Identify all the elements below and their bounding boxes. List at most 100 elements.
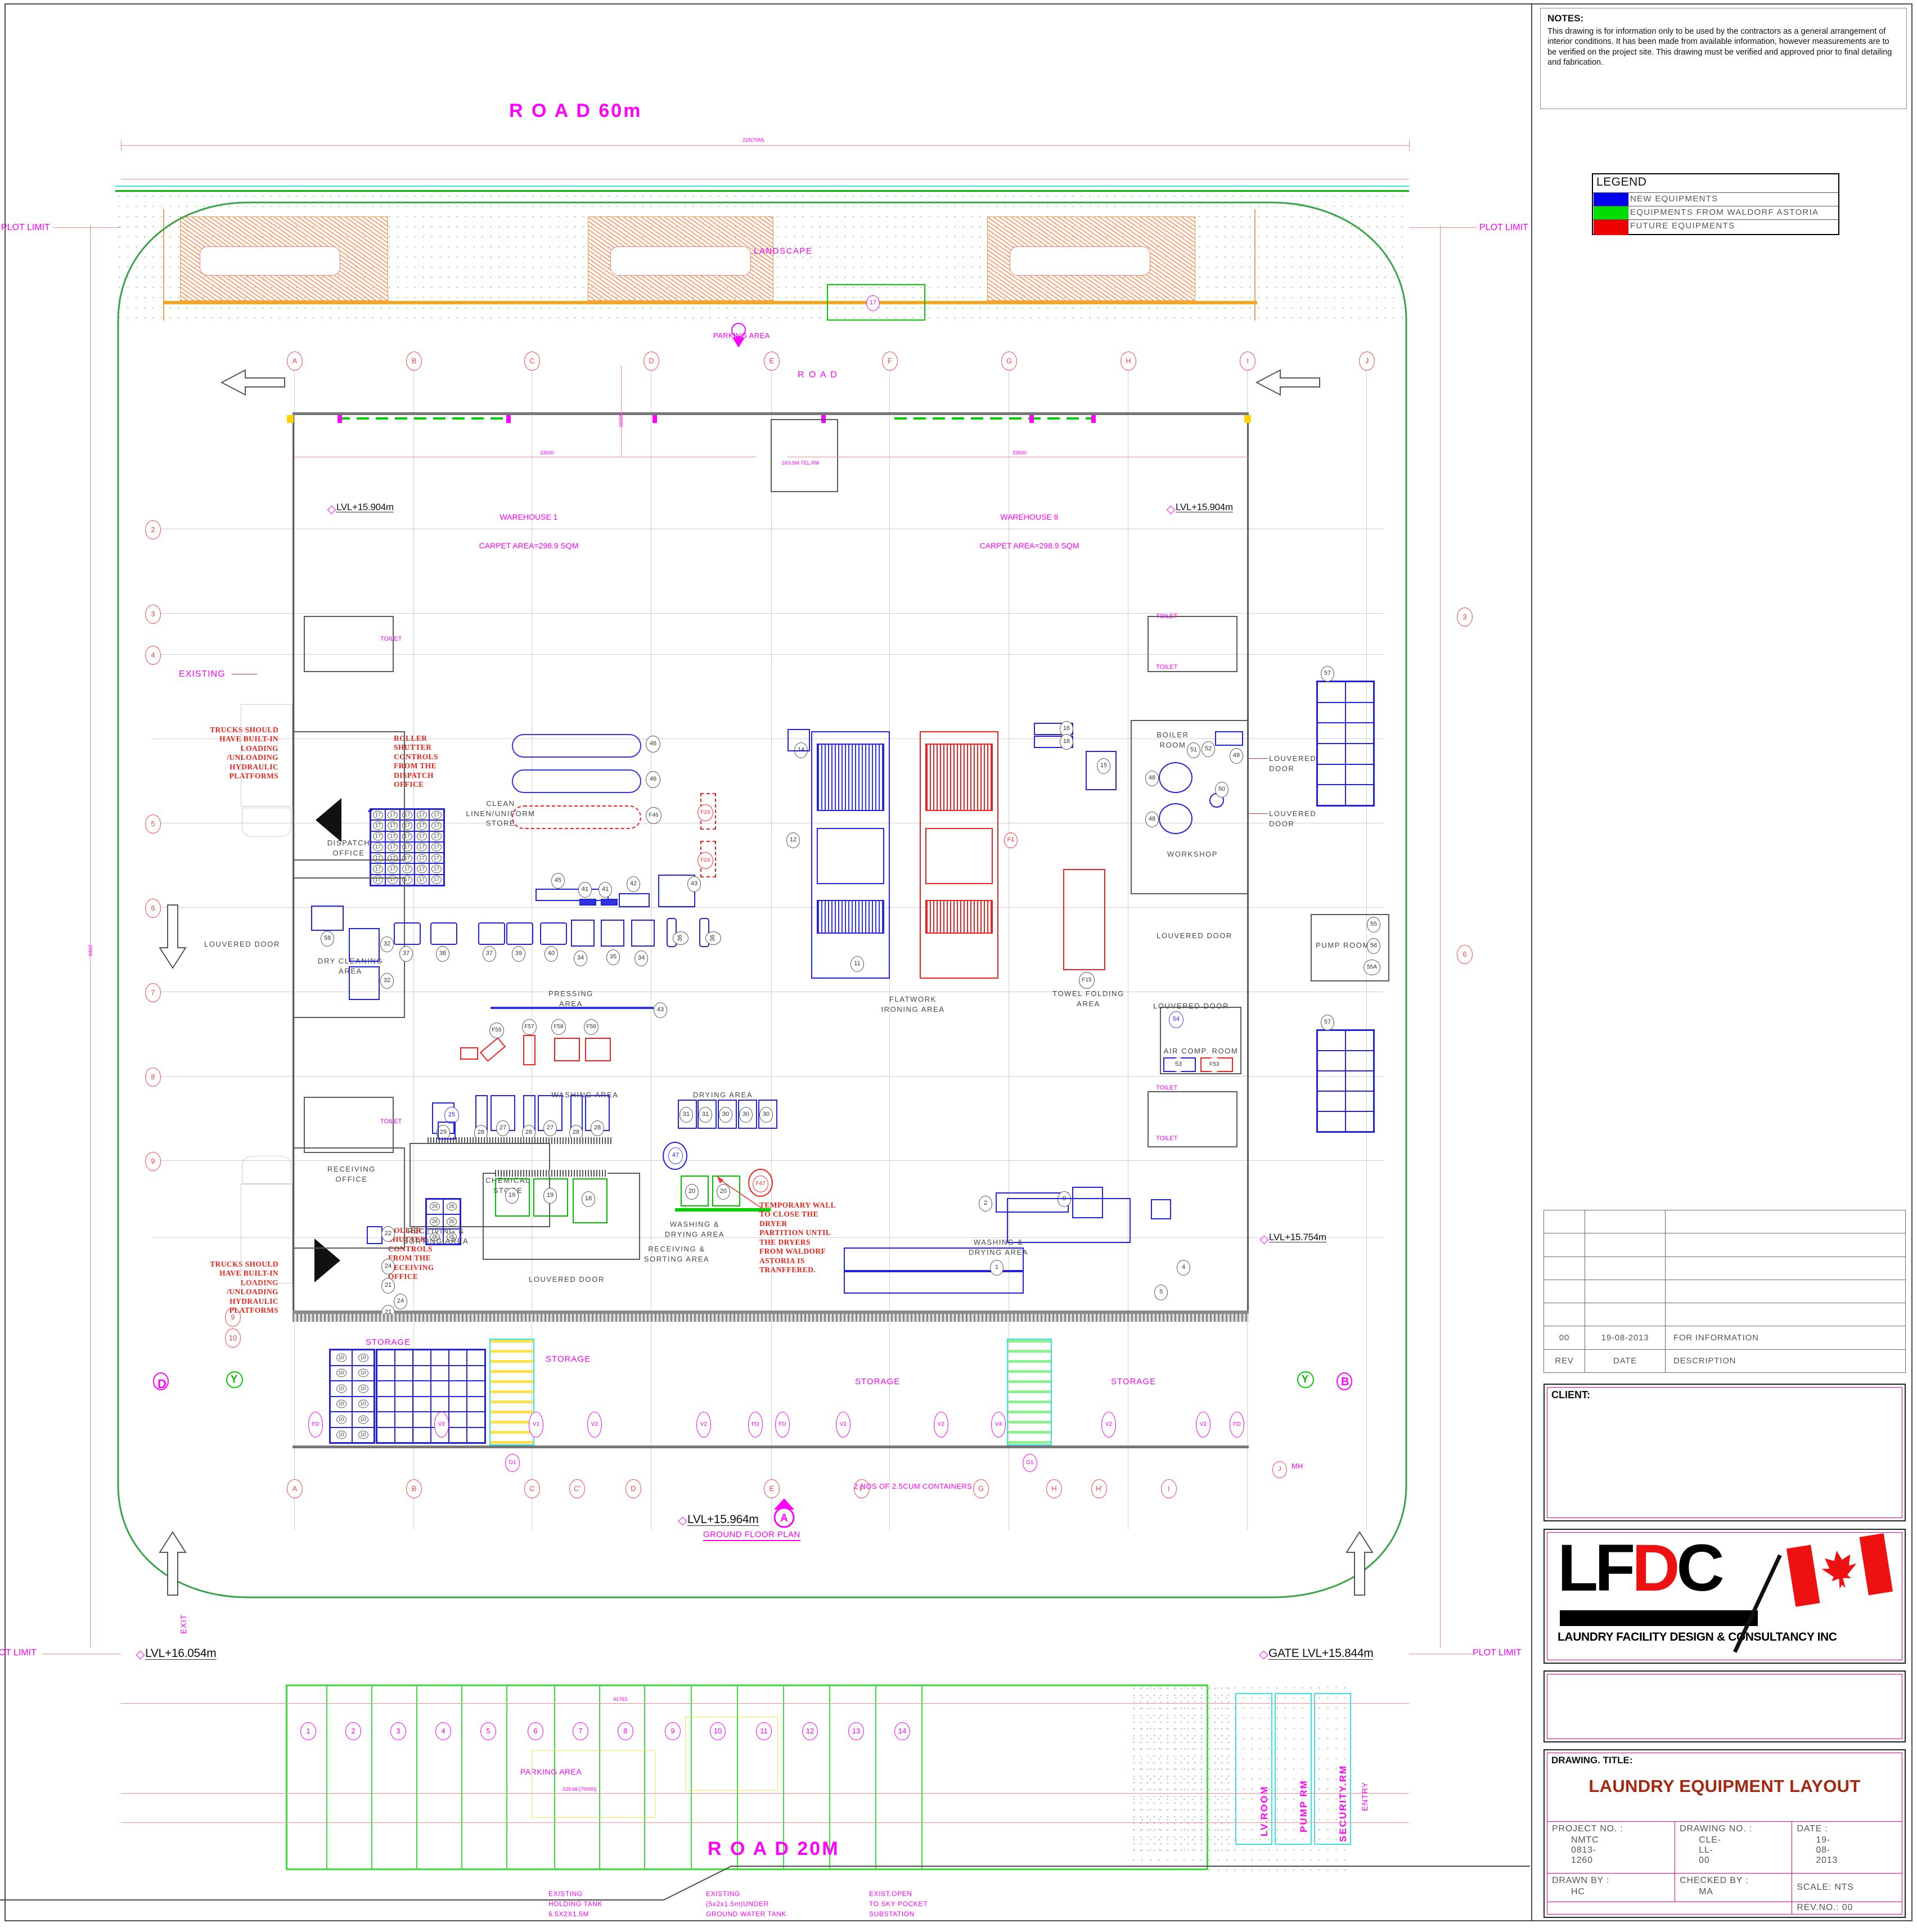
tag-F12: F1 [1004, 832, 1018, 848]
toilet-label-3b: TOILET [1156, 664, 1178, 670]
note-trucks-2: TRUCKS SHOULD HAVE BUILT-IN LOADING /UNL… [210, 1260, 278, 1315]
equipment-22 [367, 1226, 382, 1244]
door-tag-V2-3: V2 [696, 1412, 711, 1438]
door-tag-V1-1: V1 [529, 1412, 543, 1438]
dim-bottom: 41763 [613, 1696, 628, 1702]
level-marker-2: LVL+15.904m [1176, 502, 1233, 512]
equipment-32a [349, 928, 380, 962]
grid-bubble-E: E [764, 352, 780, 371]
grid-bubble-G: G [1001, 352, 1017, 371]
section-marker-Y-left: Y [231, 1373, 238, 1385]
grid-bubble-3b: 4 [145, 646, 161, 665]
floor-plan: R O A D 60m 228(70M) PLOT LIMIT PLOT LIM… [0, 0, 1530, 1924]
equipment-37b [478, 922, 505, 945]
washing-area-label: WASHING AREA [551, 1091, 619, 1099]
tag-34b: 34 [634, 951, 648, 966]
note-trucks-1: TRUCKS SHOULD HAVE BUILT-IN LOADING /UNL… [210, 726, 278, 781]
legend-row-future: FUTURE EQUIPMENTS [1593, 219, 1838, 235]
tag-36a: 36 [673, 931, 688, 945]
door-tag-D1-2: D1 [1023, 1454, 1037, 1472]
grid-bubble-E-bottom: E [764, 1479, 780, 1498]
louvered-door-label-4: LOUVERED DOOR [1153, 1002, 1229, 1010]
drying-area-label: DRYING AREA [692, 1091, 753, 1099]
tag-F24a: F24 [698, 804, 713, 821]
sheet-border [4, 3, 1912, 1921]
revision-header-description: DESCRIPTION [1665, 1349, 1906, 1373]
equipment-14-box [788, 729, 810, 751]
tag-50: 50 [1215, 782, 1228, 798]
note-water-tank: EXISTING (5x2x1.5m)UNDER GROUND WATER TA… [706, 1890, 787, 1918]
tag-51: 51 [1187, 742, 1200, 758]
door-tag-V2-6: V2 [1101, 1412, 1116, 1438]
grid-bubble-J-bottom: J [1272, 1461, 1287, 1478]
grid-bubble-H-bottom: H [1046, 1479, 1062, 1498]
revision-header-rev: REV [1544, 1349, 1585, 1373]
flatwork-ironer-red [920, 731, 998, 979]
equipment-32b [349, 966, 380, 1000]
plot-limit-top-left: PLOT LIMIT [1, 223, 50, 232]
tag-37a: 37 [399, 946, 413, 962]
section-marker-B: B [1341, 1376, 1349, 1388]
tag-F58a: F58 [551, 1019, 566, 1035]
equipment-31a [678, 1100, 697, 1129]
svg-text:A: A [780, 1512, 788, 1524]
legend-label-waldorf: EQUIPMENTS FROM WALDORF ASTORIA [1630, 208, 1819, 217]
equipment-41b [601, 899, 618, 906]
flow-arrow-icon [316, 798, 341, 842]
equipment-25-box [438, 1122, 456, 1140]
exit-label: EXIT [179, 1614, 188, 1634]
door-tag-V2-2: V2 [587, 1412, 602, 1438]
bottom-boundary [0, 1866, 1530, 1901]
parking-bay-14: 14 [894, 1722, 910, 1740]
receiving-sorting-label-2: RECEIVING & SORTING AREA [644, 1245, 710, 1263]
grid-bubble-A: A [287, 352, 303, 371]
parking-bay-2: 2 [345, 1722, 361, 1740]
project-no-value: NMTC 0813-1260 [1571, 1835, 1599, 1865]
toilet-room-3 [1148, 616, 1238, 672]
storage-label-1: STORAGE [366, 1337, 411, 1347]
door-tag-V4: V4 [991, 1412, 1006, 1438]
entry-label: ENTRY [1360, 1781, 1369, 1811]
tag-34a: 34 [574, 951, 587, 966]
drawing-no-value: CLE-LL-00 [1699, 1835, 1721, 1865]
grid-bubble-H: H [1120, 352, 1136, 371]
tag-47a: 47 [668, 1147, 683, 1164]
drawing-title-label: DRAWING. TITLE: [1551, 1755, 1633, 1766]
revision-header-date: DATE [1585, 1349, 1666, 1373]
tag-20a: 20 [685, 1184, 699, 1200]
tag-37b: 37 [483, 946, 496, 962]
section-marker-Y-right: Y [1302, 1373, 1309, 1385]
door-tag-D1-1: D1 [505, 1454, 520, 1472]
checked-by-value: MA [1699, 1887, 1713, 1897]
dispatch-office-label: DISPATCH OFFICE [327, 839, 371, 857]
revision-table: 00 19-08-2013 FOR INFORMATION REV DATE D… [1544, 1209, 1906, 1373]
air-comp-room [1160, 1007, 1241, 1074]
revision-header-row: REV DATE DESCRIPTION [1544, 1349, 1906, 1373]
equipment-F58a [554, 1038, 580, 1061]
equipment-30a [718, 1100, 737, 1129]
legend-box: LEGEND NEW EQUIPMENTS EQUIPMENTS FROM WA… [1592, 173, 1839, 235]
equipment-39 [506, 922, 533, 945]
revision-row-blank [1544, 1233, 1906, 1257]
workshop-label: WORKSHOP [1167, 850, 1218, 858]
tag-54: 54 [1169, 1011, 1184, 1028]
storage-label-3: STORAGE [855, 1377, 901, 1386]
equipment-conveyor-1 [1007, 1198, 1131, 1243]
grid-bubble-I: I [1240, 352, 1256, 371]
title-block: DRAWING. TITLE: LAUNDRY EQUIPMENT LAYOUT… [1544, 1749, 1906, 1918]
grid-bubble-J: J [1359, 352, 1375, 371]
equipment-41a [579, 899, 596, 906]
tag-19b: 19 [543, 1188, 557, 1204]
entrance-dim: 3X3.5M TEL.RM [782, 460, 820, 466]
parking-bay-9: 9 [665, 1722, 681, 1740]
receiving-office-label: RECEIVING OFFICE [327, 1165, 376, 1183]
tag-35: 35 [606, 949, 620, 965]
legend-title: LEGEND [1596, 175, 1647, 188]
parking-bay-5: 5 [480, 1722, 496, 1740]
equipment-45 [536, 889, 609, 901]
revision-row-blank [1544, 1279, 1906, 1304]
receiving-office [292, 1147, 405, 1249]
tag-F24b: F24 [698, 852, 713, 869]
tag-24a: 24 [381, 1259, 395, 1275]
